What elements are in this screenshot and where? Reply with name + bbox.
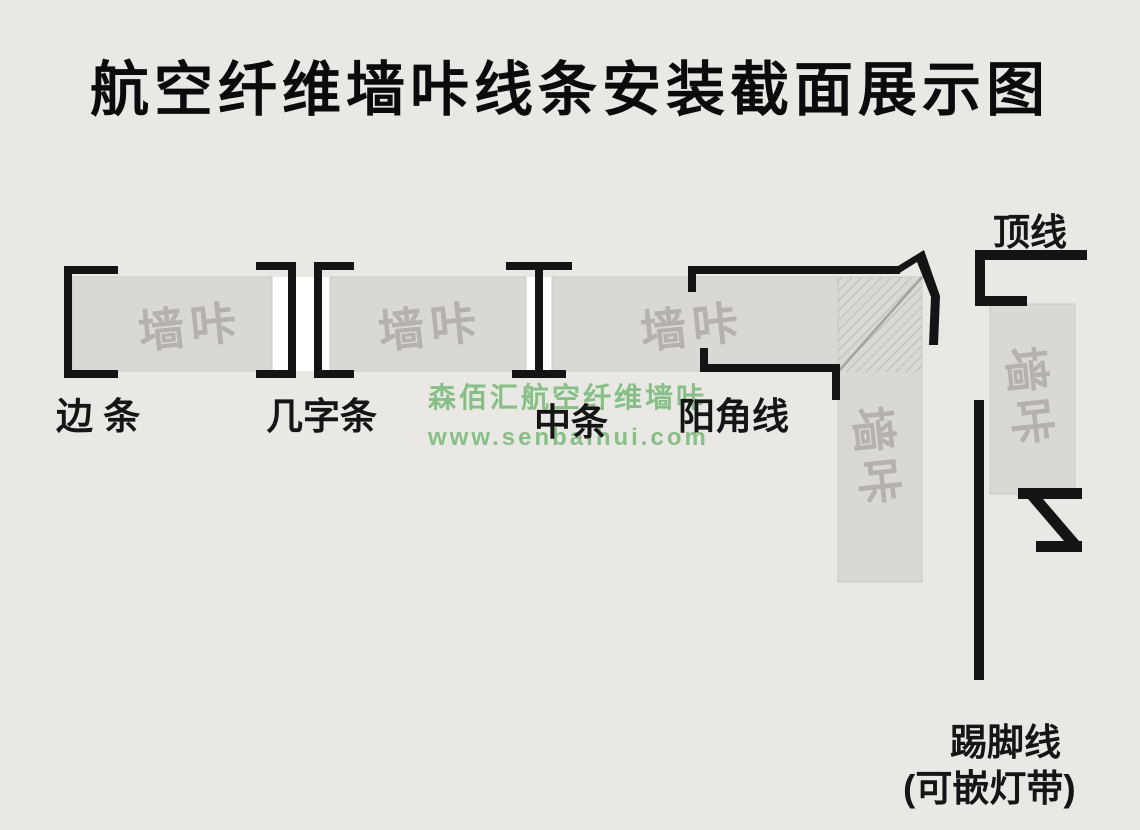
corner-apex xyxy=(898,250,940,345)
crown-line-profile xyxy=(975,250,1087,306)
skirting-profile xyxy=(1018,488,1082,552)
wall-panel-2 xyxy=(329,276,527,372)
corner-top-hook xyxy=(688,266,696,292)
corner-top-leg xyxy=(688,266,900,274)
panel-text-2: 墙咔 xyxy=(375,295,485,359)
edge-strip-profile xyxy=(64,266,118,378)
watermark-brand: 森佰汇航空纤维墙咔 xyxy=(428,382,708,413)
panel-text-1: 墙咔 xyxy=(135,295,245,359)
label-edge-strip: 边 条 xyxy=(56,396,141,437)
label-skirting: 踢脚线 xyxy=(950,722,1061,763)
label-skirting-note: (可嵌灯带) xyxy=(903,768,1076,809)
skirting-diagonal xyxy=(1028,499,1079,541)
label-crown-line: 顶线 xyxy=(993,212,1067,253)
panel-text-3: 墙咔 xyxy=(637,295,747,359)
corner-inner-stub xyxy=(832,372,840,400)
outer-corner-profile xyxy=(688,250,940,400)
corner-bottom-leg xyxy=(700,364,840,372)
wall-panel-right-column xyxy=(989,303,1076,495)
wall-panel-3 xyxy=(551,276,839,372)
mid-strip-profile xyxy=(506,262,572,378)
skirting-top-bar xyxy=(1018,488,1082,499)
panel-text-right-column: 墙咔 xyxy=(997,343,1061,453)
wall-line xyxy=(974,400,984,680)
watermark-url: www.senbaihui.com xyxy=(428,424,709,451)
page-title: 航空纤维墙咔线条安装截面展示图 xyxy=(89,57,1050,123)
wall-panel-1 xyxy=(71,276,273,372)
skirting-bottom-bar xyxy=(1036,541,1082,552)
corner-miter-line xyxy=(837,276,923,373)
corner-bottom-hook xyxy=(700,348,708,364)
label-mid-strip: 中条 xyxy=(534,402,608,443)
label-outer-corner: 阳角线 xyxy=(678,396,789,437)
label-ji-strip: 几字条 xyxy=(266,396,377,437)
panel-text-corner-vertical: 墙咔 xyxy=(844,403,908,513)
